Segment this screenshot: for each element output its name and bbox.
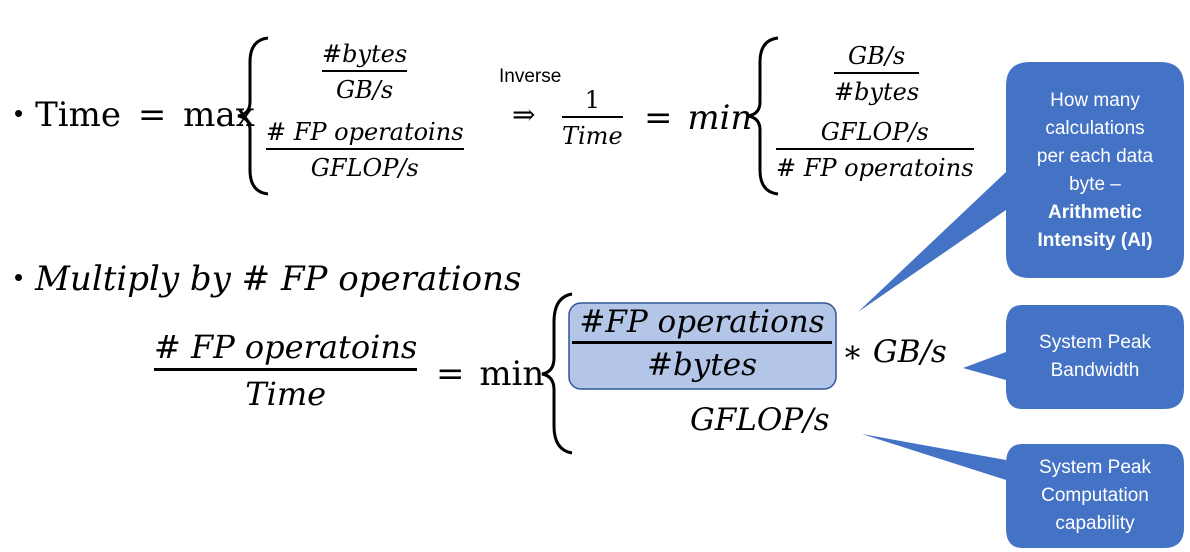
- bullet-1: •: [14, 98, 24, 128]
- inverse-label: Inverse: [499, 66, 562, 87]
- fraction-gflops-per-flops: GFLOP/s # FP operatoins: [776, 118, 974, 182]
- callout-ai-line: How many: [1050, 90, 1140, 111]
- frac-bar: [834, 72, 920, 74]
- callout-compute-line: Computation: [1041, 485, 1149, 506]
- callout-compute-line: System Peak: [1039, 457, 1151, 478]
- frac-den: Time: [245, 375, 327, 413]
- callout-compute: System Peak Computation capability: [1008, 444, 1182, 548]
- frac-bar: [266, 148, 464, 150]
- frac-den: GFLOP/s: [310, 154, 419, 182]
- line1-rhs: = min: [644, 98, 752, 138]
- frac-bar: [572, 341, 832, 344]
- frac-bar: [322, 70, 408, 72]
- callout-bandwidth: System Peak Bandwidth: [1008, 305, 1182, 409]
- callout-bandwidth-line: Bandwidth: [1050, 360, 1140, 381]
- callout-ai: How many calculations per each data byte…: [1008, 68, 1182, 274]
- frac-num: 1: [584, 86, 600, 114]
- callout-bandwidth-line: System Peak: [1039, 332, 1151, 353]
- frac-num: # FP operatoins: [266, 118, 464, 146]
- callout-ai-line: calculations: [1045, 118, 1145, 139]
- frac-bar: [562, 116, 623, 118]
- frac-num: #FP operations: [579, 304, 825, 340]
- equals-sign-3: =: [436, 354, 465, 394]
- callout-compute-line: capability: [1055, 513, 1135, 534]
- equals-sign-2: =: [644, 98, 673, 138]
- callout-ai-bold-line: Arithmetic: [1048, 202, 1142, 223]
- ai-highlight-box: [568, 302, 837, 390]
- frac-bar: [776, 148, 974, 150]
- callout-ai-bold-line: Intensity (AI): [1037, 230, 1153, 251]
- frac-den: Time: [562, 122, 623, 150]
- bullet-2: •: [14, 262, 24, 292]
- frac-num: # FP operatoins: [154, 328, 418, 366]
- brace-min-bottom: [541, 292, 573, 455]
- frac-num: #bytes: [322, 40, 408, 68]
- multiply-heading: Multiply by # FP operations: [35, 259, 522, 299]
- brace-max: [237, 36, 269, 196]
- min-func-2: min: [479, 354, 545, 394]
- fraction-bw-per-bytes: GB/s #bytes: [834, 42, 920, 106]
- frac-bar: [154, 368, 418, 371]
- times-bandwidth: ∗ GB/s: [842, 334, 947, 370]
- callout-bandwidth-shape: [963, 305, 1184, 409]
- frac-den: # FP operatoins: [776, 154, 974, 182]
- min-func: min: [687, 98, 753, 138]
- fraction-arithmetic-intensity: #FP operations #bytes: [572, 304, 832, 383]
- callout-ai-line: per each data: [1036, 146, 1154, 167]
- equals-sign: =: [137, 95, 167, 135]
- line1-lhs: • Time = max: [14, 98, 255, 132]
- callout-compute-shape: [862, 434, 1184, 548]
- brace-min-top: [747, 36, 779, 196]
- time-label: Time: [35, 95, 122, 135]
- line3-eq: = min: [436, 354, 544, 394]
- callout-ai-shape: [858, 62, 1184, 312]
- frac-num: GB/s: [847, 42, 906, 70]
- line2: • Multiply by # FP operations: [14, 262, 521, 296]
- fraction-bytes-per-bw: #bytes GB/s: [322, 40, 408, 104]
- max-func: max: [183, 95, 255, 135]
- fraction-flops-per-gflops: # FP operatoins GFLOP/s: [266, 118, 464, 182]
- gflops-term: GFLOP/s: [690, 402, 830, 438]
- implies-arrow: ⇒: [512, 98, 536, 131]
- fraction-flops-per-time: # FP operatoins Time: [154, 328, 418, 413]
- frac-den: GB/s: [335, 76, 394, 104]
- frac-den: #bytes: [834, 78, 920, 106]
- frac-den: #bytes: [646, 347, 758, 383]
- callout-ai-line: byte –: [1069, 174, 1121, 195]
- frac-num: GFLOP/s: [820, 118, 929, 146]
- fraction-one-over-time: 1 Time: [562, 86, 623, 150]
